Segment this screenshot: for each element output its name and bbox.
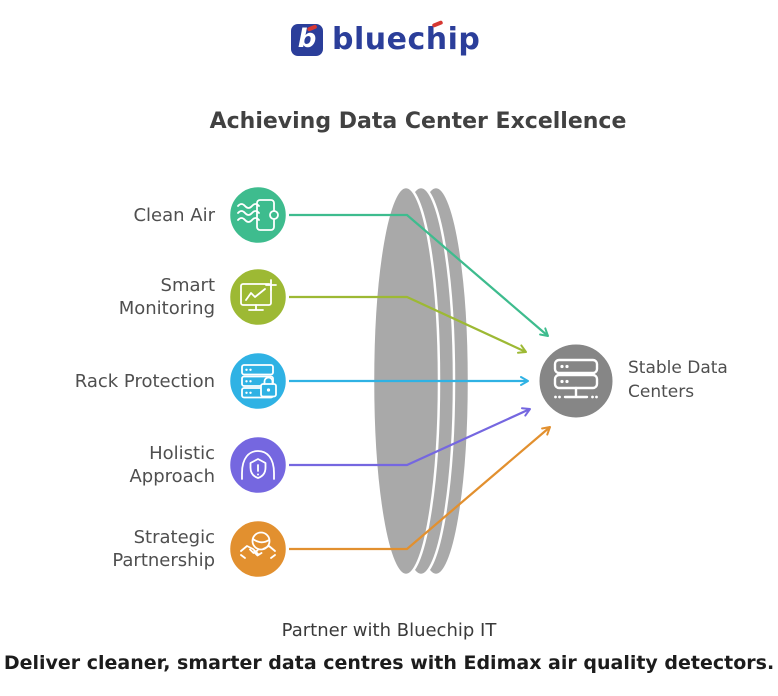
page-title: Achieving Data Center Excellence (209, 109, 627, 134)
rack-lock-icon (241, 364, 277, 399)
arrow-strategic-partnership (289, 426, 551, 551)
arrow-smart-monitoring (289, 295, 527, 354)
bluechip-wordmark: bluechip (332, 22, 481, 57)
logo-letter: b (297, 24, 317, 54)
label-rack-protection: Rack Protection (74, 371, 215, 392)
connector-arrows (289, 213, 551, 551)
air-filter-icon (237, 199, 279, 231)
footer-tagline: Deliver cleaner, smarter data centres wi… (3, 652, 775, 674)
arrow-clean-air (289, 213, 549, 337)
rack-protection-circle (227, 350, 289, 412)
label-clean-air: Clean Air (133, 205, 215, 226)
footer-partner-line: Partner with Bluechip IT (281, 620, 497, 641)
stable-data-centers-circle (536, 341, 616, 421)
label-holistic-approach: Holistic Approach (129, 443, 215, 487)
handshake-globe-icon (240, 531, 276, 559)
label-strategic-partnership: Strategic Partnership (112, 527, 215, 571)
smart-monitoring-icon (240, 279, 277, 311)
dome-shield-icon (241, 450, 275, 480)
label-stable-data-centers: Stable Data Centers (628, 358, 728, 402)
smart-monitoring-circle (227, 266, 289, 328)
data-center-icon (553, 358, 599, 399)
arrow-holistic-approach (289, 407, 531, 467)
label-smart-monitoring: Smart Monitoring (118, 275, 215, 319)
